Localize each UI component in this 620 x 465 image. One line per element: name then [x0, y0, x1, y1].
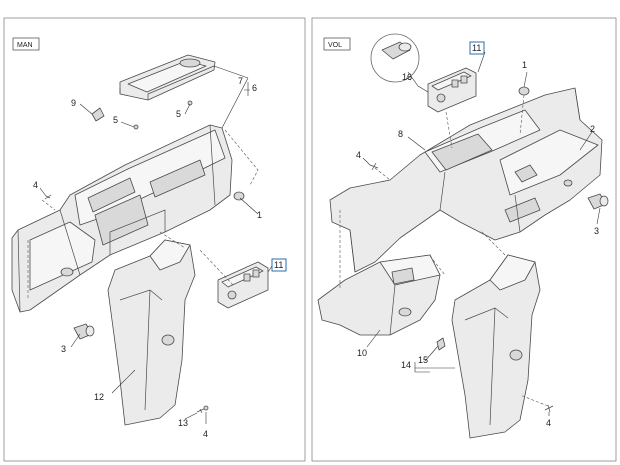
right-connector-part [587, 193, 609, 210]
left-callout-11-box [271, 258, 287, 272]
left-panel: MAN [11, 37, 287, 439]
right-callout-14: 14 [401, 360, 411, 370]
right-panel: VOL [317, 33, 609, 439]
right-callout-2: 2 [590, 124, 595, 134]
right-side-trim-part [451, 254, 541, 439]
right-callout-4a: 4 [356, 150, 361, 160]
cap-part [233, 191, 245, 201]
left-callout-7: 7 [238, 76, 243, 86]
right-callout-4b: 4 [546, 418, 551, 428]
switch-panel-part [217, 261, 269, 309]
right-callout-8: 8 [398, 129, 403, 139]
left-callout-4a: 4 [33, 180, 38, 190]
right-callout-10: 10 [357, 348, 367, 358]
lower-bracket-part [317, 254, 441, 336]
right-switch-panel-part [427, 67, 477, 113]
right-screw-4-lower [544, 404, 554, 413]
clip-part [91, 107, 105, 122]
right-screw-4-upper [369, 162, 379, 171]
right-callout-3: 3 [594, 226, 599, 236]
right-callout-11: 11 [472, 43, 481, 53]
left-callout-4b: 4 [203, 429, 208, 439]
left-callout-13: 13 [178, 418, 188, 428]
left-panel-tag: MAN [17, 42, 33, 49]
side-trim-part [107, 239, 196, 426]
washer-13 [203, 405, 209, 411]
right-panel-tag-box [323, 37, 351, 51]
right-callout-1: 1 [522, 60, 527, 70]
right-panel-tag: VOL [328, 42, 342, 49]
screw-5-left [133, 124, 139, 130]
right-main-console-part [329, 87, 603, 273]
left-panel-tag-box [12, 37, 40, 51]
left-callout-6: 6 [252, 83, 257, 93]
right-callout-16: 16 [402, 72, 412, 82]
left-callout-3: 3 [61, 344, 66, 354]
left-callout-12: 12 [94, 392, 104, 402]
right-callout-11-box [469, 41, 485, 55]
connector-part [73, 323, 95, 340]
left-callout-11: 11 [274, 260, 283, 270]
left-callout-1: 1 [257, 210, 262, 220]
left-callout-5b: 5 [176, 109, 181, 119]
clip-15-part [436, 337, 446, 351]
right-cap-part [518, 86, 530, 96]
left-callout-9: 9 [71, 98, 76, 108]
right-callout-15: 15 [418, 355, 428, 365]
screw-5-right [187, 100, 193, 106]
detail-circle-16 [370, 33, 420, 83]
screw-4-upper [44, 194, 52, 200]
main-console-part [11, 124, 233, 313]
storage-lid-part [119, 54, 216, 101]
left-callout-5a: 5 [113, 115, 118, 125]
